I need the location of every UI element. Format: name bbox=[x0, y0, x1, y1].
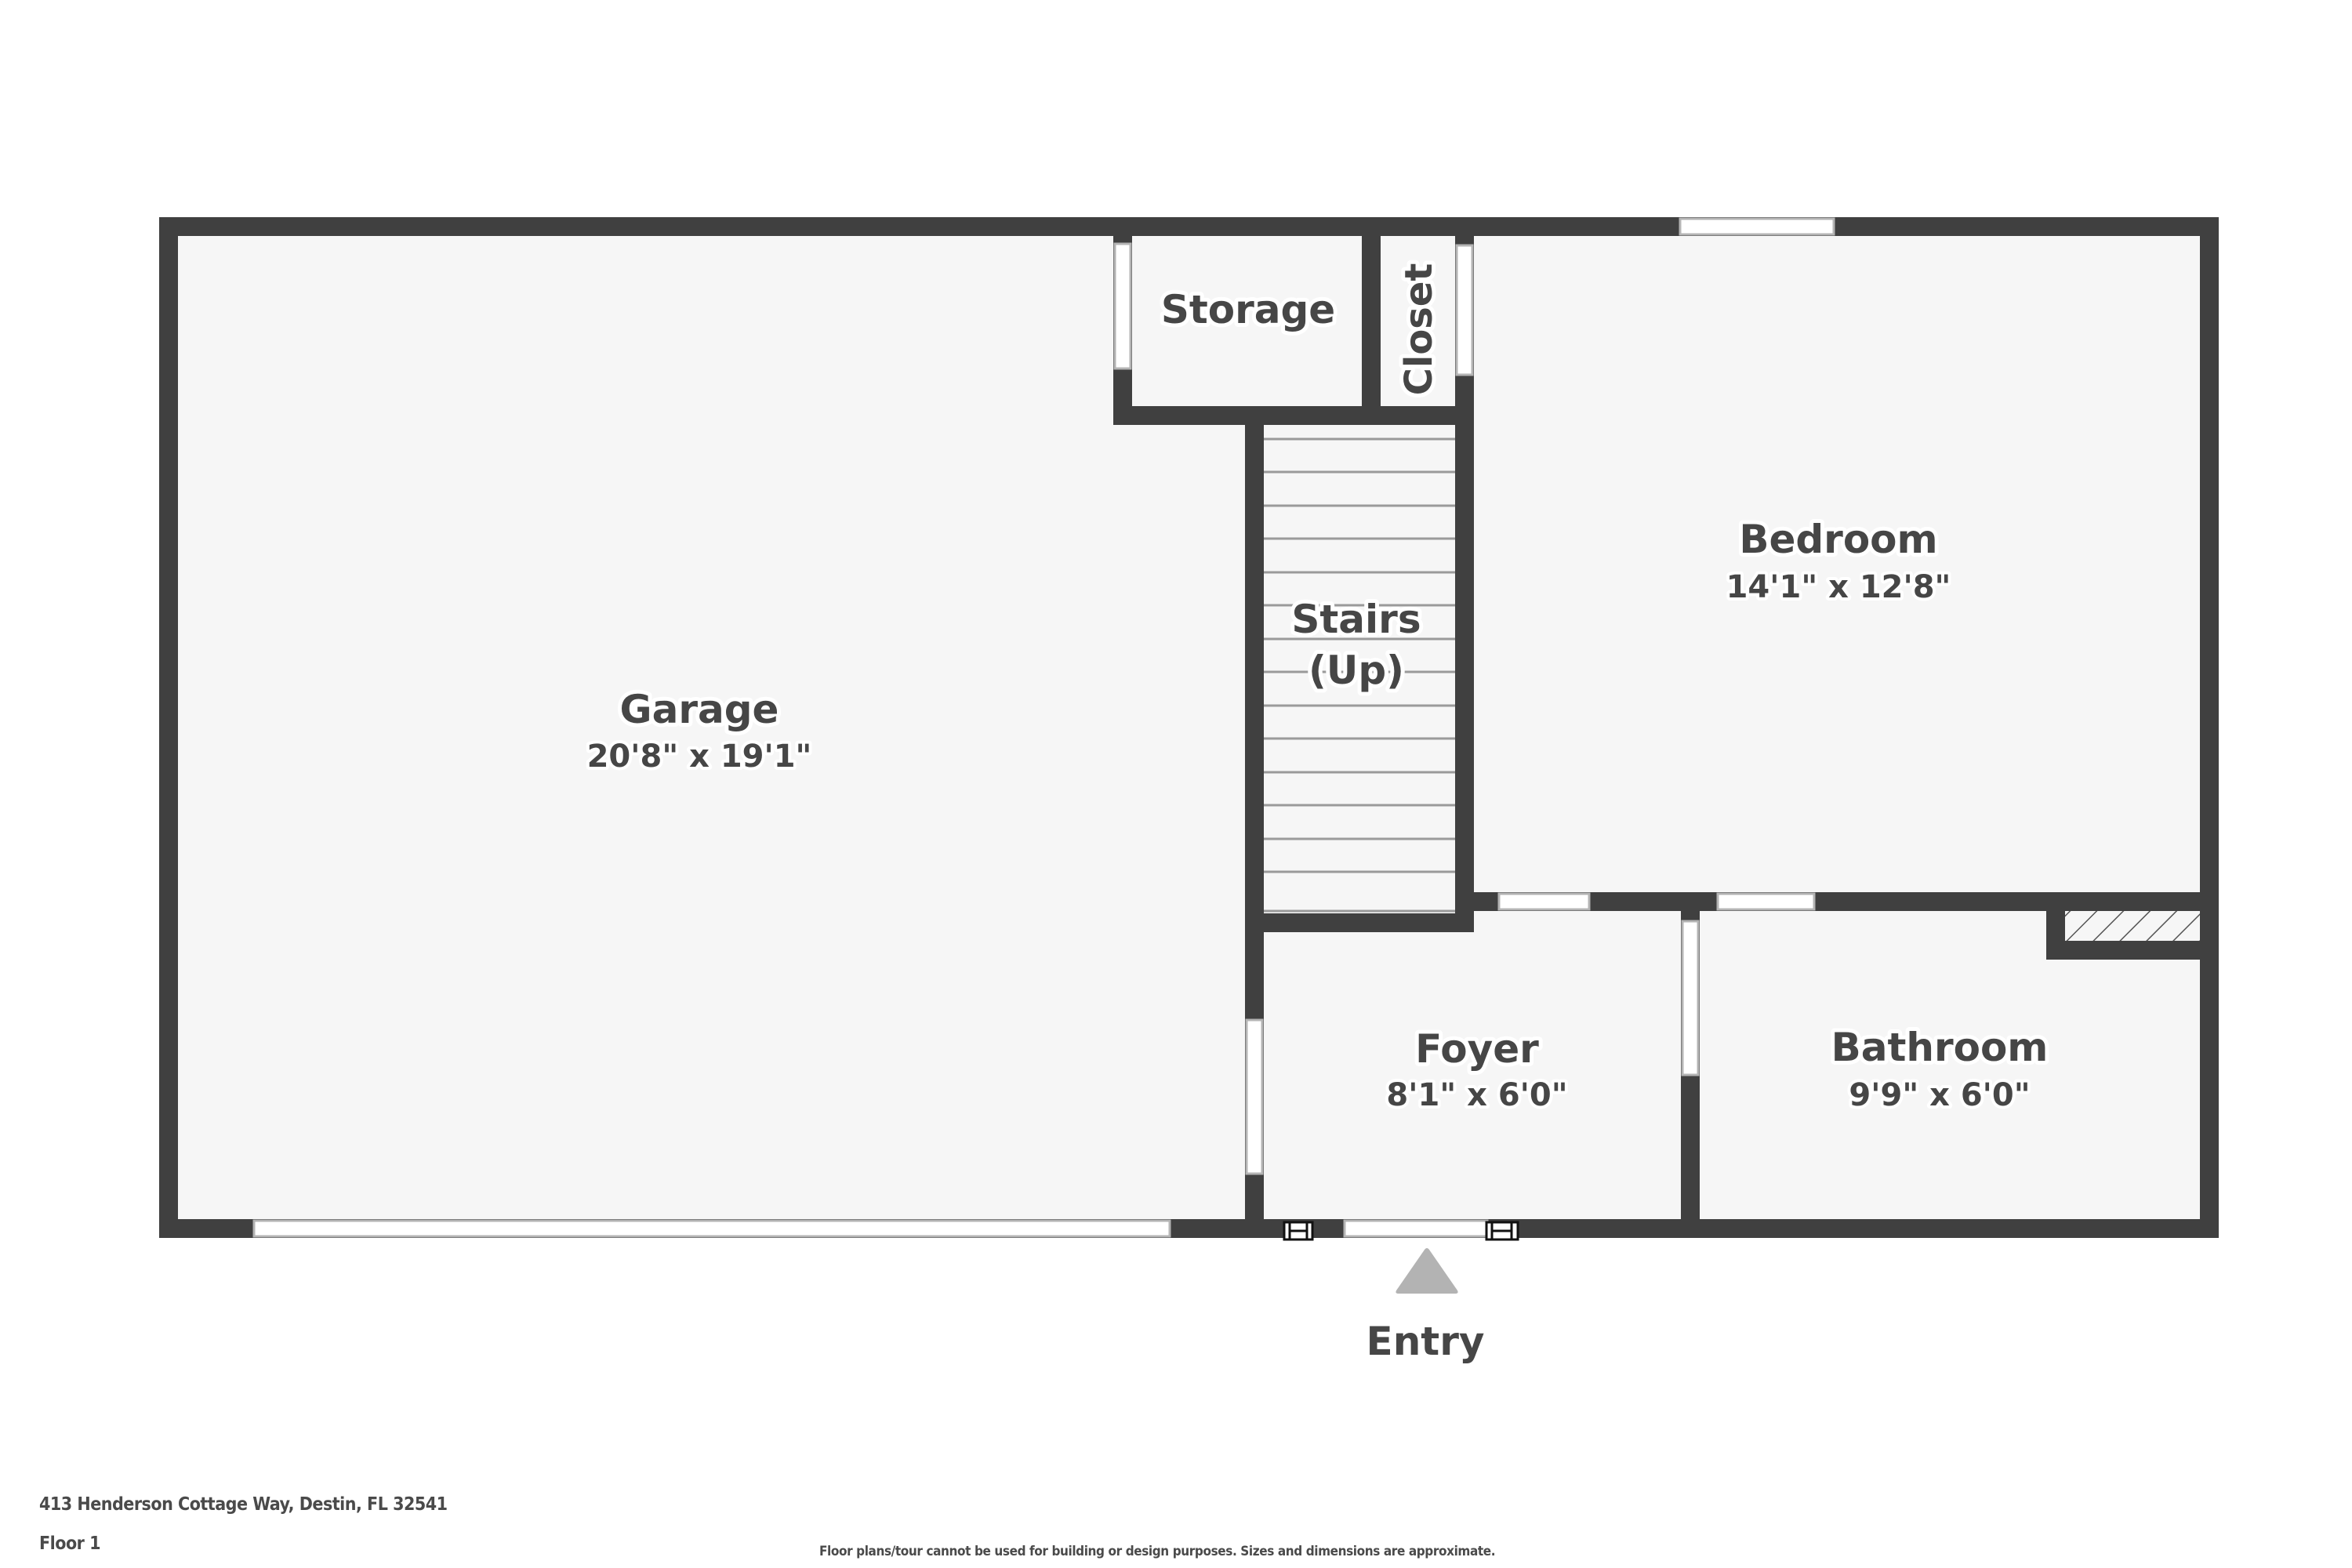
storage-label: Storage bbox=[1161, 287, 1335, 332]
windows bbox=[252, 217, 1835, 1238]
entry-label: Entry bbox=[1367, 1319, 1485, 1364]
closet-window bbox=[1455, 244, 1474, 376]
garage-door-opening bbox=[252, 1219, 1171, 1238]
room-stairs: Stairs (Up) bbox=[1287, 593, 1425, 697]
foyer-bath-opening bbox=[1681, 920, 1700, 1076]
bedroom-dimensions: 14'1" x 12'8" bbox=[1726, 569, 1951, 605]
entry-marker: Entry bbox=[1363, 1248, 1488, 1368]
room-closet: Closet bbox=[1393, 260, 1445, 400]
bedroom-window bbox=[1679, 217, 1835, 236]
floor-label: Floor 1 bbox=[39, 1534, 100, 1554]
stairs-label-line2: (Up) bbox=[1308, 648, 1404, 693]
bathroom-label: Bathroom bbox=[1831, 1025, 2049, 1070]
room-garage: Garage 20'8" x 19'1" bbox=[584, 683, 815, 778]
entry-door-opening bbox=[1343, 1219, 1489, 1238]
closet-label: Closet bbox=[1397, 263, 1441, 396]
entry-sidelights bbox=[1283, 1221, 1519, 1241]
garage-dimensions: 20'8" x 19'1" bbox=[587, 739, 812, 775]
bathroom-top-opening bbox=[1716, 892, 1816, 911]
garage-foyer-opening bbox=[1245, 1018, 1264, 1175]
room-foyer: Foyer 8'1" x 6'0" bbox=[1383, 1022, 1570, 1116]
stairs-label-line1: Stairs bbox=[1291, 597, 1421, 642]
foyer-top-opening bbox=[1497, 892, 1591, 911]
foyer-dimensions: 8'1" x 6'0" bbox=[1386, 1077, 1567, 1113]
hatched-chase bbox=[2065, 911, 2200, 941]
foyer-label: Foyer bbox=[1415, 1026, 1539, 1072]
stair-treads bbox=[1264, 437, 1455, 913]
property-address: 413 Henderson Cottage Way, Destin, FL 32… bbox=[39, 1494, 448, 1515]
floor-area bbox=[159, 217, 2219, 1238]
storage-window bbox=[1113, 242, 1132, 370]
room-storage: Storage bbox=[1157, 283, 1339, 336]
room-bedroom: Bedroom 14'1" x 12'8" bbox=[1723, 513, 1955, 608]
room-bathroom: Bathroom 9'9" x 6'0" bbox=[1828, 1021, 2053, 1116]
disclaimer-text: Floor plans/tour cannot be used for buil… bbox=[819, 1544, 1496, 1559]
bathroom-dimensions: 9'9" x 6'0" bbox=[1849, 1077, 2030, 1113]
bedroom-label: Bedroom bbox=[1739, 517, 1937, 562]
garage-label: Garage bbox=[620, 687, 779, 732]
triangle-up-icon bbox=[1396, 1248, 1458, 1294]
